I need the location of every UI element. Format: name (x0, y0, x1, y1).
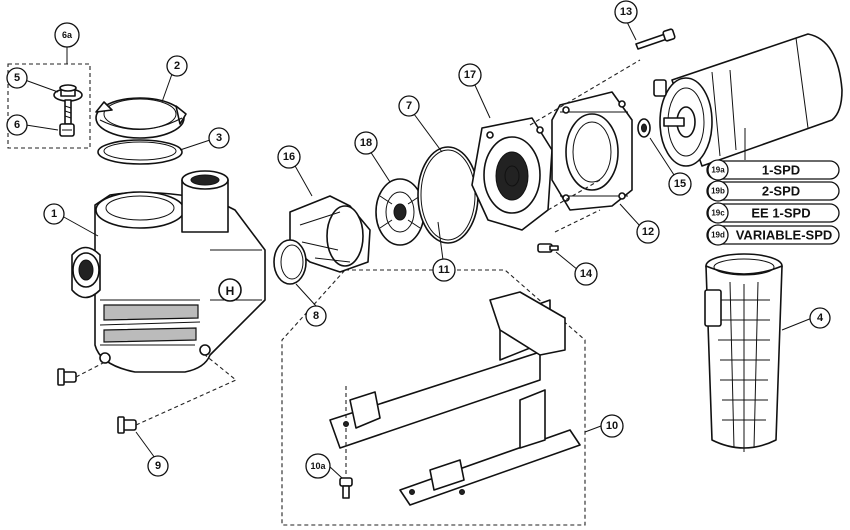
callout-10a: 10a (305, 453, 331, 479)
svg-text:19c: 19c (711, 209, 725, 218)
callout-15: 15 (668, 172, 692, 196)
svg-text:10a: 10a (310, 461, 326, 471)
part-impeller (375, 178, 425, 246)
part-motor (653, 33, 843, 167)
callout-5: 5 (6, 67, 28, 89)
part-seal-plate-o-ring (417, 146, 479, 244)
svg-text:14: 14 (580, 268, 593, 280)
callout-6a: 6a (54, 22, 80, 48)
svg-text:10: 10 (606, 420, 618, 432)
part-drain-knob (53, 84, 83, 125)
part-adapter-bolt (537, 243, 559, 253)
callout-13: 13 (614, 0, 638, 24)
callout-9: 9 (147, 455, 169, 477)
part-diffuser (289, 195, 371, 273)
part-motor-bolt (635, 28, 676, 50)
part-lid-o-ring (97, 139, 183, 165)
callout-6: 6 (6, 114, 28, 136)
part-washer (637, 118, 651, 138)
svg-text:17: 17 (464, 69, 476, 81)
callout-11: 11 (432, 258, 456, 282)
motor-option-19d: 19d VARIABLE-SPD (706, 224, 840, 246)
part-diffuser-o-ring (273, 239, 307, 285)
callout-14: 14 (574, 262, 598, 286)
callout-17: 17 (458, 63, 482, 87)
callout-8: 8 (305, 305, 327, 327)
part-plug (59, 123, 75, 137)
part-motor-adapter (551, 91, 633, 211)
svg-text:19a: 19a (711, 166, 725, 175)
part-strainer-basket (704, 253, 783, 452)
svg-text:13: 13 (620, 6, 632, 18)
svg-text:1: 1 (51, 208, 57, 220)
callout-18: 18 (354, 131, 378, 155)
callout-12: 12 (636, 220, 660, 244)
callout-3: 3 (208, 127, 230, 149)
svg-text:7: 7 (406, 100, 412, 112)
part-motor-base (329, 291, 581, 506)
svg-text:6a: 6a (62, 30, 73, 40)
svg-text:VARIABLE-SPD: VARIABLE-SPD (736, 228, 833, 243)
adapter-bolt-guide-lines (529, 59, 641, 233)
svg-text:2-SPD: 2-SPD (762, 184, 800, 199)
svg-text:18: 18 (360, 137, 372, 149)
group-box-10 (281, 269, 586, 526)
svg-text:EE 1-SPD: EE 1-SPD (751, 206, 810, 221)
housing-logo-mark: H (226, 284, 235, 298)
part-base-screw (339, 477, 353, 499)
svg-text:6: 6 (14, 119, 20, 131)
svg-text:11: 11 (438, 264, 450, 276)
part-drain-plug-9 (117, 416, 137, 434)
motor-option-19c: 19c EE 1-SPD (706, 202, 840, 224)
part-drain-plug-left (57, 368, 77, 386)
part-strainer-lid (95, 97, 187, 139)
svg-text:15: 15 (674, 178, 686, 190)
motor-option-19b: 19b 2-SPD (706, 180, 840, 202)
callout-4: 4 (809, 307, 831, 329)
svg-text:2: 2 (174, 60, 180, 72)
drain-plug-guide-lines (75, 354, 238, 426)
svg-text:12: 12 (642, 226, 654, 238)
svg-text:16: 16 (283, 151, 295, 163)
callout-10: 10 (600, 414, 624, 438)
svg-text:9: 9 (155, 460, 161, 472)
leader-lines (24, 19, 813, 479)
callout-1: 1 (43, 203, 65, 225)
svg-text:5: 5 (14, 72, 20, 84)
svg-text:19b: 19b (711, 187, 725, 196)
svg-text:3: 3 (216, 132, 222, 144)
svg-text:8: 8 (313, 310, 319, 322)
callout-16: 16 (277, 145, 301, 169)
svg-text:4: 4 (817, 312, 824, 324)
svg-text:1-SPD: 1-SPD (762, 163, 800, 178)
part-pump-housing (71, 170, 266, 373)
callout-7: 7 (398, 95, 420, 117)
part-seal-plate (471, 117, 553, 231)
callout-2: 2 (166, 55, 188, 77)
motor-option-19a: 19a 1-SPD (706, 159, 840, 181)
svg-text:19d: 19d (711, 231, 725, 240)
